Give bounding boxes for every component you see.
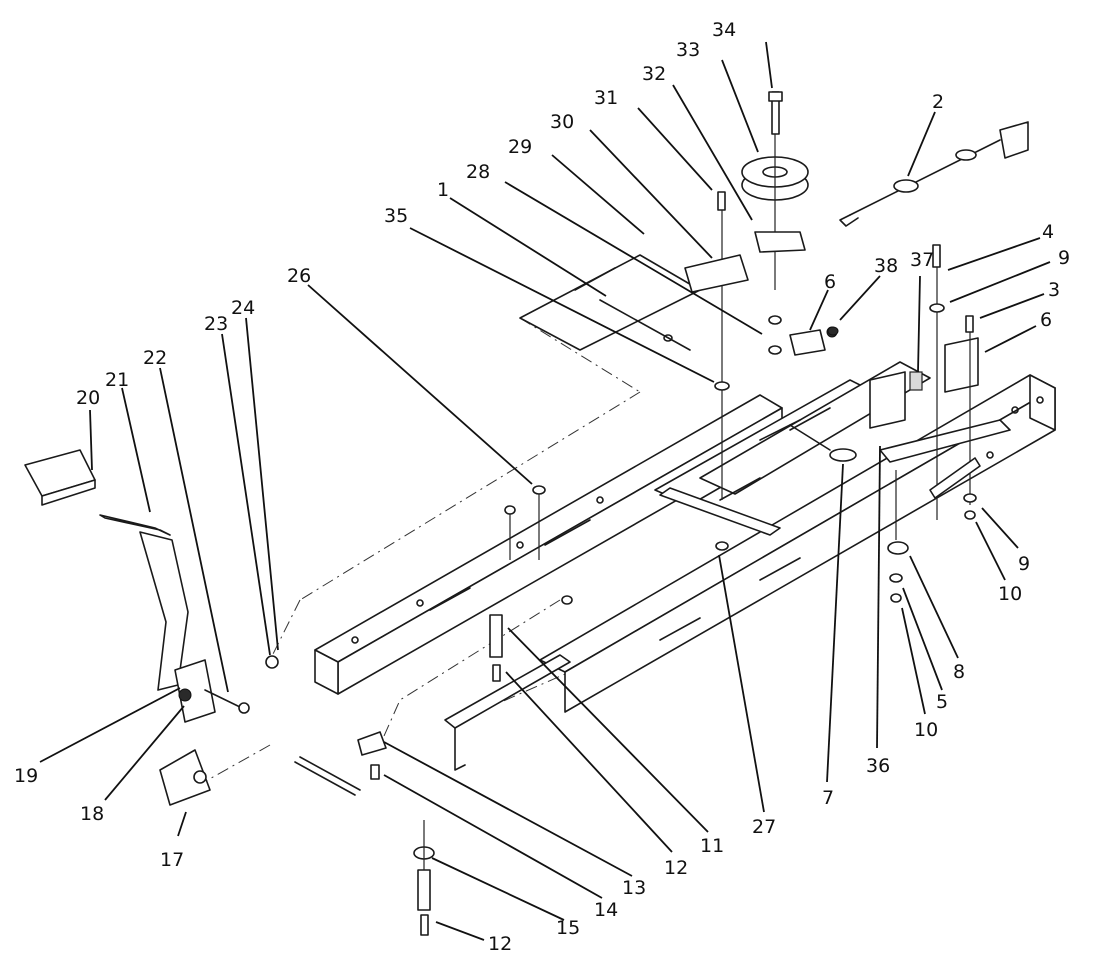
callout-15: 15: [556, 917, 580, 939]
callout-10: 10: [998, 583, 1022, 605]
callout-4: 4: [1042, 221, 1054, 243]
callout-9: 9: [1058, 247, 1070, 269]
callout-20: 20: [76, 387, 100, 409]
callout-18: 18: [80, 803, 104, 825]
brake-pedal: [24, 449, 189, 691]
callout-33: 33: [676, 39, 700, 61]
spring-rod: [839, 121, 1029, 227]
bracket-6: [789, 329, 826, 356]
callout-3: 3: [1048, 279, 1060, 301]
idler-arm: [754, 231, 806, 253]
rod-15: [294, 761, 356, 796]
upper-brace: [519, 254, 701, 351]
callout-12: 12: [664, 857, 688, 879]
bracket-6-right: [944, 337, 979, 393]
callout-9: 9: [1018, 553, 1030, 575]
frame-rail-left: [314, 394, 783, 695]
callout-1: 1: [437, 179, 449, 201]
callout-14: 14: [594, 899, 618, 921]
callout-13: 13: [622, 877, 646, 899]
callout-27: 27: [752, 816, 776, 838]
callout-31: 31: [594, 87, 618, 109]
callout-24: 24: [231, 297, 255, 319]
callout-8: 8: [953, 661, 965, 683]
pivot-bracket: [174, 659, 216, 723]
callout-32: 32: [642, 63, 666, 85]
callout-36: 36: [866, 755, 890, 777]
leader-lines: [39, 41, 1051, 941]
callout-7: 7: [822, 787, 834, 809]
callout-5: 5: [936, 691, 948, 713]
lower-bracket: [444, 654, 571, 729]
callout-38: 38: [874, 255, 898, 277]
callout-23: 23: [204, 313, 228, 335]
callout-37: 37: [910, 249, 934, 271]
callout-6: 6: [1040, 309, 1052, 331]
callout-6: 6: [824, 271, 836, 293]
callout-21: 21: [105, 369, 129, 391]
callout-11: 11: [700, 835, 724, 857]
callout-35: 35: [384, 205, 408, 227]
cable-end: [789, 424, 857, 462]
callout-17: 17: [160, 849, 184, 871]
parts-artwork: [24, 91, 1056, 936]
callout-19: 19: [14, 765, 38, 787]
rod-1: [599, 299, 691, 351]
callout-12: 12: [488, 933, 512, 955]
callout-26: 26: [287, 265, 311, 287]
callout-10: 10: [914, 719, 938, 741]
callout-2: 2: [932, 91, 944, 113]
callout-30: 30: [550, 111, 574, 133]
bracket-37: [869, 371, 906, 429]
callout-34: 34: [712, 19, 736, 41]
callout-28: 28: [466, 161, 490, 183]
callout-22: 22: [143, 347, 167, 369]
plate-30: [684, 254, 749, 293]
callout-labels: 34 33 32 31 30 29 28 1 35 2 4 9 3 6 6 38…: [14, 19, 1070, 955]
bracket-17: [159, 749, 211, 806]
callout-29: 29: [508, 136, 532, 158]
